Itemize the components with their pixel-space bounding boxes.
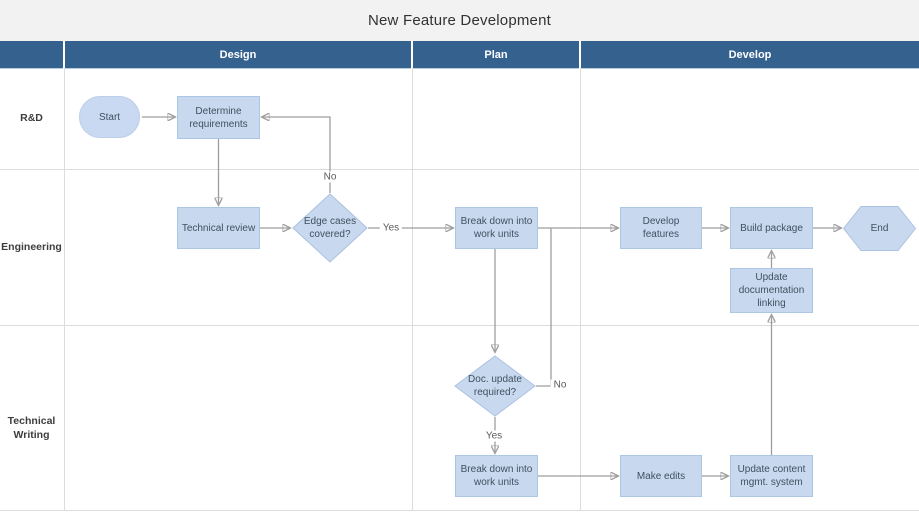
node-label: Technical review <box>181 222 256 234</box>
decision-diamond <box>454 355 536 417</box>
lane-divider-bottom <box>0 510 919 511</box>
node-break-down-work-units-2: Break down into work units <box>455 455 538 497</box>
lane-divider-engineering-techwriting <box>0 325 919 326</box>
node-edge-cases-covered: Edge cases covered? <box>292 193 368 263</box>
node-end: End <box>843 206 916 251</box>
node-update-content-mgmt-system: Update content mgmt. system <box>730 455 813 497</box>
phase-header-band <box>0 41 919 69</box>
node-determine-requirements: Determine requirements <box>177 96 260 139</box>
lane-label-rd: R&D <box>20 112 43 124</box>
phase-separator <box>63 41 65 69</box>
phase-separator <box>411 41 413 69</box>
phase-divider-plan-develop <box>580 68 581 510</box>
node-develop-features: Develop features <box>620 207 702 249</box>
node-label: End <box>870 223 889 234</box>
edge-label-yes: Yes <box>482 430 506 442</box>
node-update-documentation-linking: Update documentation linking <box>730 268 813 313</box>
lane-label-divider <box>64 68 65 510</box>
end-hexagon <box>843 206 916 251</box>
node-label: Determine requirements <box>189 105 248 130</box>
node-label: Break down into work units <box>460 464 533 488</box>
node-label: Break down into work units <box>460 216 533 240</box>
edge-label-yes: Yes <box>379 222 403 234</box>
node-start: Start <box>79 96 140 138</box>
node-make-edits: Make edits <box>620 455 702 497</box>
lane-label-engineering: Engineering <box>1 241 62 253</box>
node-label: Make edits <box>636 470 686 482</box>
node-label: Develop features <box>642 216 680 240</box>
edge-label-no: No <box>550 379 570 391</box>
node-break-down-work-units-1: Break down into work units <box>455 207 538 249</box>
phase-divider-design-plan <box>412 68 413 510</box>
phase-header-plan: Plan <box>484 48 508 61</box>
node-label: Update documentation linking <box>738 272 805 309</box>
node-doc-update-required: Doc. update required? <box>454 355 536 417</box>
phase-separator <box>579 41 581 69</box>
decision-diamond <box>292 193 368 263</box>
lane-label-technical-writing: Technical Writing <box>7 415 56 441</box>
node-label: Update content mgmt. system <box>737 464 806 488</box>
node-build-package: Build package <box>730 207 813 249</box>
title-band <box>0 0 919 41</box>
lane-divider-rd-engineering <box>0 169 919 170</box>
node-label: Doc. update required? <box>468 374 522 398</box>
node-label: Build package <box>740 222 803 234</box>
phase-header-develop: Develop <box>728 48 772 61</box>
phase-header-design: Design <box>219 48 257 61</box>
edge-label-no: No <box>320 171 340 183</box>
node-label: Edge cases covered? <box>303 216 357 240</box>
diagram-title: New Feature Development <box>367 12 552 29</box>
node-label: Start <box>98 111 121 123</box>
node-technical-review: Technical review <box>177 207 260 249</box>
